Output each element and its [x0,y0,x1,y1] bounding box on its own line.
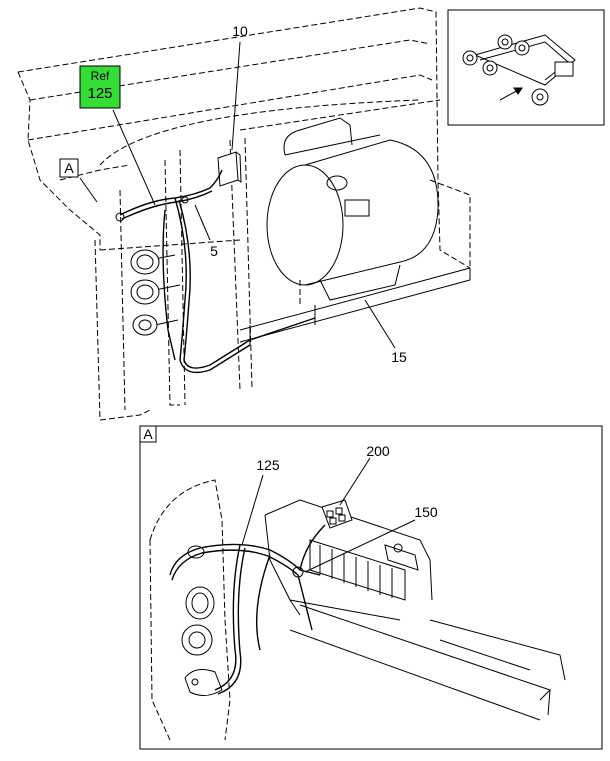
view-a-marker[interactable]: A [59,158,79,178]
callout-10[interactable]: 10 [232,23,248,39]
main-view: Ref 125 A 10 5 15 [17,7,471,421]
leader-detail-125 [241,474,264,546]
ref-label: Ref [91,69,110,83]
detail-a-marker[interactable]: A [139,425,157,443]
detail-view-a: A [139,425,603,750]
leader-a [79,177,98,203]
fuel-tank [266,117,439,305]
callout-detail-150[interactable]: 150 [414,504,438,520]
detail-gauges [181,586,223,696]
wiring-harness [115,169,316,374]
leader-detail-150 [304,519,416,573]
callout-detail-125[interactable]: 125 [256,457,280,473]
ref-125-badge[interactable]: Ref 125 [79,65,121,109]
leader-detail-200 [339,457,371,506]
junction-box [217,151,242,187]
leader-125 [112,109,156,206]
connector-200 [321,499,353,529]
leader-10 [231,41,241,151]
callout-detail-200[interactable]: 200 [366,443,390,459]
detail-a-label: A [143,426,153,442]
frame-rail [239,267,471,345]
detail-harness [169,524,326,695]
detail-frame-rail [289,604,566,721]
leader-5 [194,204,211,241]
vehicle-locator-inset [447,9,605,126]
leader-15 [364,299,396,349]
callout-15[interactable]: 15 [391,349,407,365]
callout-5[interactable]: 5 [210,243,218,259]
view-a-label: A [64,160,74,176]
ref-number: 125 [87,85,112,102]
gauge-cluster [130,249,160,336]
fuse-block [264,499,433,621]
